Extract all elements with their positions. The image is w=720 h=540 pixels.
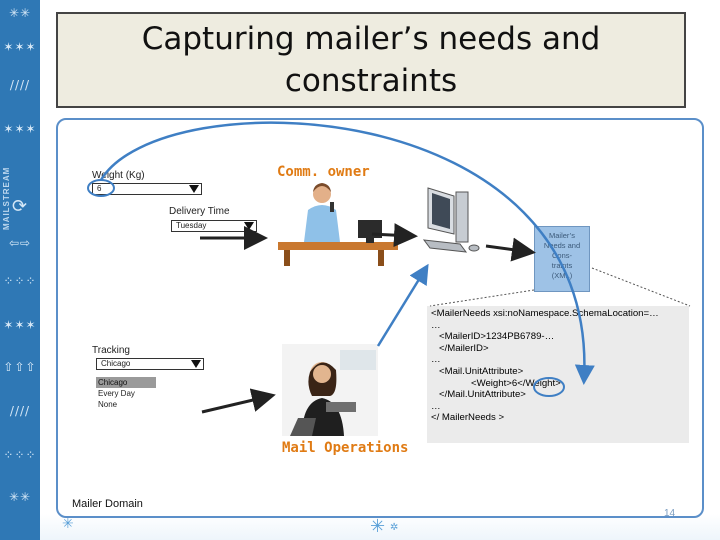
- xml-line: <Weight>6</Weight>: [431, 377, 561, 389]
- star-icon: ✲: [390, 522, 399, 533]
- xml-line: </ MailerNeeds >: [431, 412, 505, 424]
- xml-line: <MailerNeeds xsi:noNamespace.SchemaLocat…: [431, 308, 659, 319]
- arrow-right: [485, 237, 536, 262]
- bottom-decorative-band: ✳ ✳ ✲: [40, 514, 720, 540]
- mail-operations-label: Mail Operations: [282, 440, 409, 456]
- slide-title: Capturing mailer’s needs and constraints: [141, 21, 601, 99]
- page-number: 14: [664, 508, 676, 519]
- document-label-line: Cons-: [551, 251, 572, 260]
- dots-pattern-icon: ⁘⁘⁘: [3, 448, 37, 462]
- delivery-time-value: Tuesday: [176, 221, 207, 230]
- document-label-line: (XML): [551, 271, 573, 280]
- dots-pattern-icon: ⁘⁘⁘: [3, 274, 37, 288]
- comm-owner-image: [270, 180, 402, 266]
- document-label-line: Mailer’s: [549, 231, 575, 240]
- footer-label: Mailer Domain: [72, 498, 143, 510]
- xml-line: <Mail.UnitAttribute>: [431, 365, 524, 377]
- weight-highlight-ellipse: [87, 179, 115, 197]
- chevron-down-icon: [189, 185, 199, 193]
- weight-dropdown[interactable]: 6: [92, 183, 202, 195]
- star-icon: ✳: [62, 516, 74, 532]
- snowflake-icon: ✳✳: [8, 6, 32, 20]
- dotted-connector: [429, 289, 535, 307]
- blue-arrow-up: [376, 263, 429, 347]
- arrows-pattern-icon: ⇧⇧⇧: [3, 360, 37, 374]
- tracking-value: Chicago: [101, 359, 131, 368]
- mail-operations-image: [282, 344, 378, 436]
- xml-line: <MailerID>1234PB6789-…: [431, 331, 555, 343]
- xml-line: </MailerID>: [431, 342, 489, 354]
- xml-line: …: [431, 400, 441, 412]
- delivery-time-label: Delivery Time: [169, 206, 230, 217]
- stars-pattern-icon: ✶✶✶: [3, 40, 37, 54]
- arrow-right: [371, 223, 418, 248]
- tracking-option[interactable]: None: [98, 400, 118, 409]
- arrow-right: [201, 388, 276, 414]
- tracking-dropdown[interactable]: Chicago: [96, 358, 204, 370]
- stars-pattern-icon: ✶✶✶: [3, 318, 37, 332]
- dotted-connector: [591, 267, 691, 307]
- computer-image: [422, 187, 480, 253]
- tracking-label: Tracking: [92, 345, 130, 356]
- title-box: Capturing mailer’s needs and constraints: [56, 12, 686, 108]
- tracking-option[interactable]: Every Day: [98, 389, 135, 398]
- xml-line: </Mail.UnitAttribute>: [431, 389, 526, 401]
- xml-line: …: [431, 354, 441, 366]
- xml-line: …: [431, 319, 441, 331]
- snowflake-icon: ✳✳: [8, 490, 32, 504]
- xml-weight-highlight-ellipse: [533, 377, 565, 397]
- weight-label: Weight (Kg): [92, 170, 145, 181]
- star-icon: ✳: [370, 516, 386, 537]
- tracking-options-list: Chicago Every Day None: [96, 377, 156, 410]
- weight-value: 6: [97, 184, 102, 193]
- document-label-line: Needs and: [543, 241, 581, 250]
- stripes-pattern-icon: ////: [9, 78, 31, 92]
- stars-pattern-icon: ✶✶✶: [3, 122, 37, 136]
- stripes-pattern-icon: ////: [9, 404, 31, 418]
- arrows-pattern-icon: ⇦⇨: [8, 236, 32, 250]
- comm-owner-label: Comm. owner: [277, 164, 370, 180]
- blue-curved-arrow: [99, 121, 595, 385]
- refresh-icon: ⟳: [11, 196, 29, 217]
- left-decorative-strip: ✳✳ ✶✶✶ //// ✶✶✶ MAILSTREAM ⟳ ⇦⇨ ⁘⁘⁘ ✶✶✶ …: [0, 0, 40, 540]
- chevron-down-icon: [191, 360, 201, 368]
- tracking-option[interactable]: Chicago: [96, 377, 156, 388]
- xml-snippet-box: <MailerNeeds xsi:noNamespace.SchemaLocat…: [427, 306, 689, 443]
